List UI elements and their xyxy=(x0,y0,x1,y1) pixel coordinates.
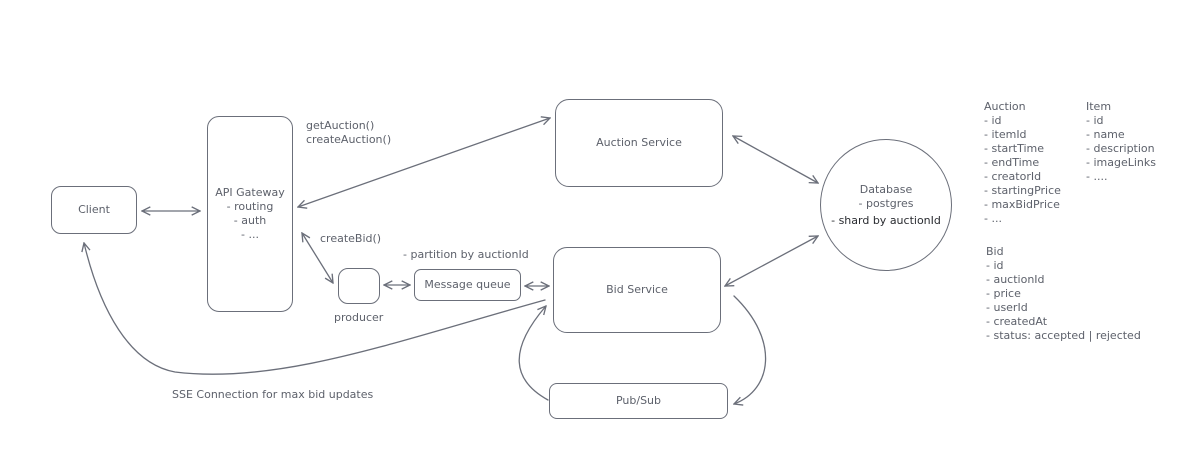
database-title: Database xyxy=(859,182,913,196)
database-item-shard: - shard by auctionId xyxy=(831,213,941,227)
item-schema-title: Item xyxy=(1086,100,1112,113)
api-gateway-title: API Gateway xyxy=(215,186,285,199)
auction-field-start-time: - startTime xyxy=(984,142,1045,155)
message-queue-label: Message queue xyxy=(424,278,511,291)
auction-field-end-time: - endTime xyxy=(984,156,1040,169)
api-gateway-item-auth: - auth xyxy=(233,214,267,227)
bid-schema: Bid - id - auctionId - price - userId - … xyxy=(986,245,1141,343)
bid-field-user-id: - userId xyxy=(986,301,1028,314)
item-field-name: - name xyxy=(1086,128,1125,141)
bid-field-status: - status: accepted | rejected xyxy=(986,329,1141,342)
item-field-description: - description xyxy=(1086,142,1155,155)
api-gateway-item-routing: - routing xyxy=(226,200,274,213)
bid-field-auction-id: - auctionId xyxy=(986,273,1045,286)
edge-gateway-auction xyxy=(298,118,550,207)
edge-pubsub-bid xyxy=(518,306,549,401)
database-node: Database - postgres - shard by auctionId xyxy=(820,139,952,271)
auction-field-creator-id: - creatorId xyxy=(984,170,1042,183)
edge-bid-client-sse xyxy=(84,243,546,375)
message-queue-node: Message queue xyxy=(414,269,521,301)
auction-field-starting-price: - startingPrice xyxy=(984,184,1061,197)
auction-schema: Auction - id - itemId - startTime - endT… xyxy=(984,100,1061,226)
edge-gateway-producer xyxy=(302,233,333,283)
auction-field-max-bid-price: - maxBidPrice xyxy=(984,198,1060,211)
partition-label: - partition by auctionId xyxy=(403,248,529,261)
auction-schema-title: Auction xyxy=(984,100,1026,113)
item-field-more: - .... xyxy=(1086,170,1108,183)
client-label: Client xyxy=(78,203,110,216)
producer-label: producer xyxy=(334,311,384,324)
api-gateway-item-more: - ... xyxy=(241,228,259,241)
bid-schema-title: Bid xyxy=(986,245,1004,258)
edge-auction-database xyxy=(733,136,818,183)
item-field-id: - id xyxy=(1086,114,1104,127)
edge-bid-pubsub xyxy=(734,295,767,404)
create-bid-label: createBid() xyxy=(320,232,382,245)
database-item-postgres: - postgres xyxy=(858,196,914,210)
auction-field-item-id: - itemId xyxy=(984,128,1027,141)
pubsub-label: Pub/Sub xyxy=(615,394,662,407)
item-field-image-links: - imageLinks xyxy=(1086,156,1156,169)
bid-service-label: Bid Service xyxy=(606,283,668,296)
get-auction-label: getAuction() xyxy=(306,119,375,132)
producer-node xyxy=(338,268,380,304)
auction-field-id: - id xyxy=(984,114,1002,127)
auction-field-more: - ... xyxy=(984,212,1002,225)
bid-field-id: - id xyxy=(986,259,1004,272)
edge-bid-database xyxy=(725,236,818,286)
client-node: Client xyxy=(51,186,137,234)
bid-field-price: - price xyxy=(986,287,1021,300)
sse-connection-label: SSE Connection for max bid updates xyxy=(172,388,374,401)
bid-service-node: Bid Service xyxy=(553,247,721,333)
auction-service-label: Auction Service xyxy=(596,136,682,149)
pubsub-node: Pub/Sub xyxy=(549,383,728,419)
bid-field-created-at: - createdAt xyxy=(986,315,1048,328)
api-gateway-node: API Gateway - routing - auth - ... xyxy=(207,116,293,312)
item-schema: Item - id - name - description - imageLi… xyxy=(1086,100,1156,184)
create-auction-label: createAuction() xyxy=(306,133,392,146)
auction-service-node: Auction Service xyxy=(555,99,723,187)
